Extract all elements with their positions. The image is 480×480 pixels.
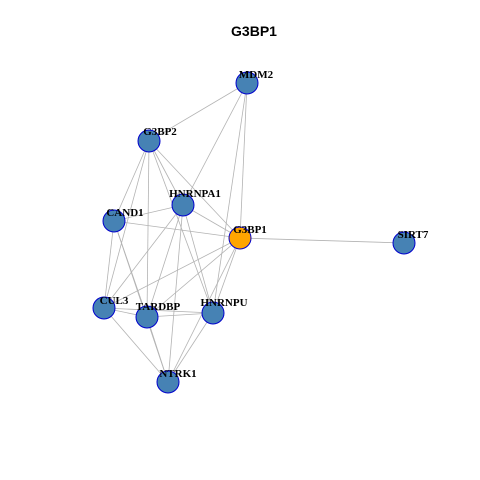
edge-hnrnpa1-cand1 bbox=[113, 204, 184, 222]
edge-cul3-ntrk1 bbox=[103, 307, 169, 383]
edge-g3bp2-g3bp1 bbox=[148, 140, 241, 239]
edge-mdm2-hnrnpa1 bbox=[182, 82, 248, 206]
node-label: CUL3 bbox=[100, 295, 129, 307]
node-cul3[interactable]: CUL3 bbox=[92, 295, 129, 320]
edge-hnrnpa1-hnrnpu bbox=[182, 204, 214, 314]
node-hnrnpa1[interactable]: HNRNPA1 bbox=[169, 188, 221, 217]
node-circle[interactable] bbox=[201, 301, 225, 325]
node-label: G3BP1 bbox=[233, 224, 267, 236]
node-ntrk1[interactable]: NTRK1 bbox=[156, 368, 197, 394]
edge-cul3-hnrnpu bbox=[103, 307, 214, 314]
edge-hnrnpu-ntrk1 bbox=[167, 312, 214, 383]
node-label: SIRT7 bbox=[398, 229, 429, 241]
edge-cand1-g3bp1 bbox=[113, 220, 241, 239]
node-tardbp[interactable]: TARDBP bbox=[135, 301, 181, 329]
node-cand1[interactable]: CAND1 bbox=[102, 207, 144, 233]
node-circle[interactable] bbox=[235, 71, 259, 95]
edge-g3bp1-tardbp bbox=[146, 237, 241, 318]
edge-g3bp2-hnrnpa1 bbox=[148, 140, 184, 206]
edge-hnrnpa1-cul3 bbox=[103, 204, 184, 309]
node-label: TARDBP bbox=[136, 301, 181, 313]
node-label: CAND1 bbox=[106, 207, 143, 219]
node-circle[interactable] bbox=[171, 193, 195, 217]
node-g3bp2[interactable]: G3BP2 bbox=[137, 126, 177, 153]
edge-hnrnpa1-ntrk1 bbox=[167, 204, 184, 383]
edge-g3bp1-cul3 bbox=[103, 237, 241, 309]
node-circle[interactable] bbox=[92, 296, 116, 320]
node-circle[interactable] bbox=[156, 370, 180, 394]
edge-mdm2-g3bp1 bbox=[239, 82, 248, 239]
edge-cand1-cul3 bbox=[103, 220, 115, 309]
node-label: HNRNPA1 bbox=[169, 188, 221, 200]
node-label: G3BP2 bbox=[143, 126, 177, 138]
edge-hnrnpa1-tardbp bbox=[146, 204, 184, 318]
node-circle[interactable] bbox=[135, 305, 159, 329]
edge-mdm2-g3bp2 bbox=[148, 82, 248, 142]
edge-g3bp2-cand1 bbox=[113, 140, 150, 222]
node-label: NTRK1 bbox=[159, 368, 196, 380]
node-circle[interactable] bbox=[228, 226, 252, 250]
node-hnrnpu[interactable]: HNRNPU bbox=[200, 297, 248, 325]
edge-g3bp2-tardbp bbox=[146, 140, 150, 318]
edge-g3bp1-hnrnpu bbox=[212, 237, 241, 314]
edge-g3bp2-cul3 bbox=[103, 140, 150, 309]
node-g3bp1[interactable]: G3BP1 bbox=[228, 224, 267, 250]
node-mdm2[interactable]: MDM2 bbox=[235, 69, 274, 95]
graph-title: G3BP1 bbox=[231, 23, 277, 39]
edge-mdm2-hnrnpu bbox=[212, 82, 248, 314]
node-circle[interactable] bbox=[392, 231, 416, 255]
node-label: MDM2 bbox=[239, 69, 274, 81]
node-circle[interactable] bbox=[102, 209, 126, 233]
node-circle[interactable] bbox=[137, 129, 161, 153]
node-sirt7[interactable]: SIRT7 bbox=[392, 229, 429, 255]
node-label: HNRNPU bbox=[200, 297, 247, 309]
edge-g3bp1-sirt7 bbox=[239, 237, 405, 244]
